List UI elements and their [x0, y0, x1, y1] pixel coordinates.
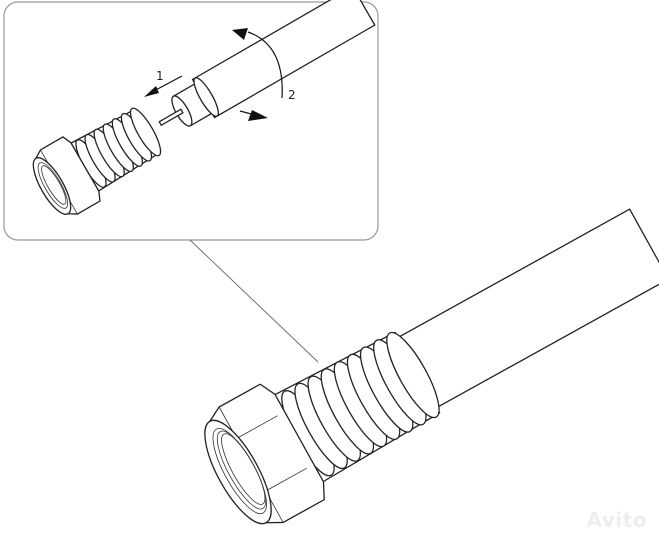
- push-arrow: [144, 75, 183, 97]
- leader-line: [189, 239, 319, 363]
- inset-hex-nut: [35, 136, 101, 215]
- sleeve-rib: [129, 107, 162, 157]
- hex-nut: [209, 383, 325, 524]
- assembled-connector: [204, 208, 659, 525]
- avito-watermark: Avito: [586, 508, 647, 532]
- twist-arrow: [232, 28, 283, 121]
- sleeve-rib: [386, 331, 440, 419]
- step-label-1: 1: [156, 69, 164, 83]
- cable: [392, 208, 659, 411]
- center-pin: [158, 108, 184, 127]
- step-label-2: 2: [288, 88, 296, 102]
- inset-nut-face: [32, 157, 72, 215]
- inset-connector: [32, 0, 376, 215]
